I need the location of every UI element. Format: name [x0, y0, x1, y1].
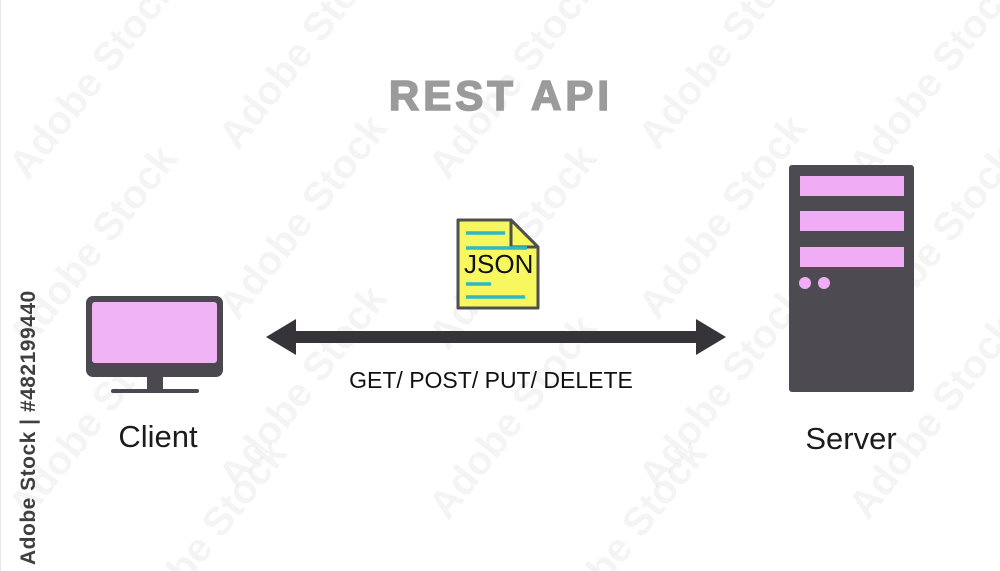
adobe-stock-id-watermark: Adobe Stock | #482199440: [17, 290, 40, 565]
monitor-stand: [147, 377, 163, 389]
server-led: [818, 277, 830, 289]
adobe-stock-watermark-tile: Adobe Stock: [950, 432, 1000, 571]
monitor-base: [111, 389, 199, 393]
server-icon: [789, 165, 914, 392]
adobe-stock-watermark-tile: Adobe Stock: [210, 107, 396, 328]
server-label: Server: [805, 421, 897, 456]
json-label: JSON: [464, 249, 533, 279]
server-drive-bay: [800, 211, 904, 231]
server-drive-bay: [800, 176, 904, 196]
server-led: [799, 277, 811, 289]
client-label: Client: [118, 419, 198, 454]
adobe-stock-watermark-tile: Adobe Stock: [840, 0, 1000, 188]
monitor-screen: [92, 302, 217, 363]
server-drive-bay: [800, 247, 904, 267]
adobe-stock-watermark-tile: Adobe Stock: [530, 432, 716, 571]
json-document-icon: JSON: [456, 218, 540, 310]
bidirectional-arrow-icon: [266, 319, 726, 355]
adobe-stock-watermark-tile: Adobe Stock: [0, 0, 186, 188]
http-methods-label: GET/ POST/ PUT/ DELETE: [349, 367, 633, 393]
page-title: REST API: [388, 71, 614, 120]
